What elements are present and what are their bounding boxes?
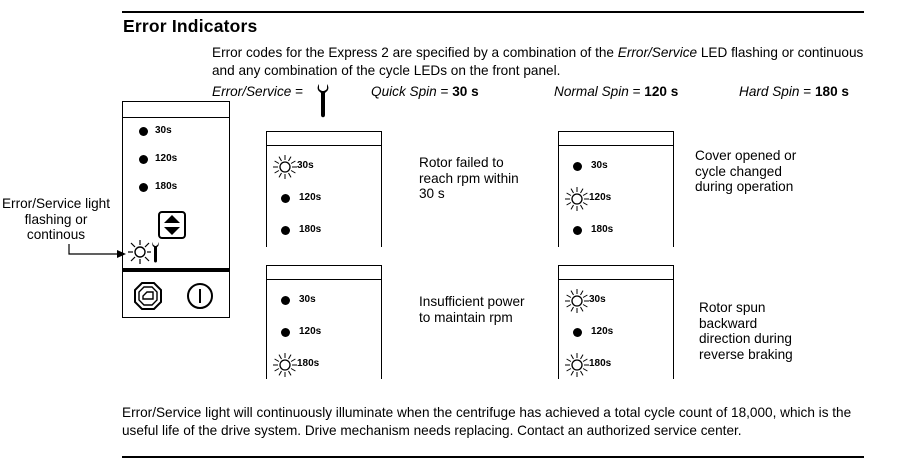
error-case-panel-header <box>267 132 381 146</box>
front-panel-label-30s: 30s <box>155 125 172 136</box>
front-panel: 30s 120s 180s <box>122 101 230 318</box>
legend-equals: = <box>799 84 815 99</box>
error-case-panel-1: 30s 120s 180s <box>266 131 382 247</box>
cycle-led <box>573 226 582 235</box>
front-panel-label-180s: 180s <box>155 181 178 192</box>
legend-normal-spin-label: Normal Spin <box>554 84 629 99</box>
intro-part1: Error codes for the Express 2 are specif… <box>212 45 618 60</box>
cycle-led <box>281 296 290 305</box>
intro-part2: LED flashing or continuous and any combi… <box>212 45 864 78</box>
error-service-callout-label: Error/Service light flashing or continou… <box>1 196 111 242</box>
cycle-led-label: 180s <box>297 358 320 369</box>
cycle-led-label: 30s <box>589 294 606 305</box>
front-panel-led-30s <box>139 127 148 136</box>
front-panel-divider <box>123 268 229 272</box>
error-case-panel-header <box>267 266 381 280</box>
intro-paragraph: Error codes for the Express 2 are specif… <box>212 44 872 80</box>
legend-quick-spin-value: 30 s <box>452 84 479 99</box>
front-panel-led-180s <box>139 183 148 192</box>
cycle-led <box>573 328 582 337</box>
front-panel-header <box>123 102 229 118</box>
cycle-led-label: 120s <box>299 192 322 203</box>
cycle-led-label: 180s <box>591 224 614 235</box>
error-case-panel-header <box>559 132 673 146</box>
legend-normal-spin: Normal Spin = 120 s <box>554 84 678 99</box>
error-case-description-2: Cover opened or cycle changed during ope… <box>695 148 797 194</box>
error-service-flashing-icon <box>128 240 159 264</box>
cycle-select-arrows-icon <box>158 211 186 239</box>
cycle-led <box>281 226 290 235</box>
flashing-led-icon <box>273 155 297 179</box>
cycle-led <box>573 162 582 171</box>
legend-quick-spin: Quick Spin = 30 s <box>371 84 479 99</box>
cycle-led-label: 120s <box>299 326 322 337</box>
top-rule <box>122 11 864 13</box>
legend-equals: = <box>436 84 453 99</box>
cycle-led <box>281 328 290 337</box>
legend-error-service: Error/Service = <box>212 84 303 99</box>
cycle-led-label: 30s <box>299 294 316 305</box>
error-case-description-4: Rotor spun backward direction during rev… <box>699 300 793 362</box>
error-case-panel-2: 30s 120s 180s <box>558 131 674 247</box>
front-panel-label-120s: 120s <box>155 153 178 164</box>
error-case-panel-3: 30s 120s 180s <box>266 265 382 379</box>
flashing-led-icon <box>565 187 589 211</box>
cycle-led-label: 120s <box>591 326 614 337</box>
cycle-led-label: 30s <box>297 160 314 171</box>
flashing-led-icon <box>565 289 589 313</box>
legend-quick-spin-label: Quick Spin <box>371 84 437 99</box>
flashing-led-icon <box>273 353 297 377</box>
power-icon <box>187 283 213 309</box>
cycle-led-label: 30s <box>591 160 608 171</box>
legend-equals: = <box>628 84 645 99</box>
cycle-led-label: 180s <box>299 224 322 235</box>
front-panel-led-120s <box>139 155 148 164</box>
legend-error-service-label: Error/Service <box>212 84 292 99</box>
section-title: Error Indicators <box>123 16 258 36</box>
error-case-description-3: Insufficient power to maintain rpm <box>419 294 525 325</box>
wrench-icon <box>317 84 329 118</box>
lid-icon <box>134 282 162 310</box>
flashing-led-icon <box>565 353 589 377</box>
intro-emphasis: Error/Service <box>617 45 698 60</box>
error-case-panel-4: 30s 120s 180s <box>558 265 674 379</box>
legend-hard-spin-value: 180 s <box>814 84 849 99</box>
legend-hard-spin: Hard Spin = 180 s <box>739 84 849 99</box>
cycle-led <box>281 194 290 203</box>
error-case-description-1: Rotor failed to reach rpm within 30 s <box>419 155 519 201</box>
error-case-panel-header <box>559 266 673 280</box>
footer-paragraph: Error/Service light will continuously il… <box>122 405 852 438</box>
legend-hard-spin-label: Hard Spin <box>739 84 800 99</box>
cycle-led-label: 120s <box>589 192 612 203</box>
legend-normal-spin-value: 120 s <box>644 84 679 99</box>
bottom-rule <box>122 456 864 458</box>
legend-error-service-eq: = <box>291 84 304 99</box>
cycle-led-label: 180s <box>589 358 612 369</box>
